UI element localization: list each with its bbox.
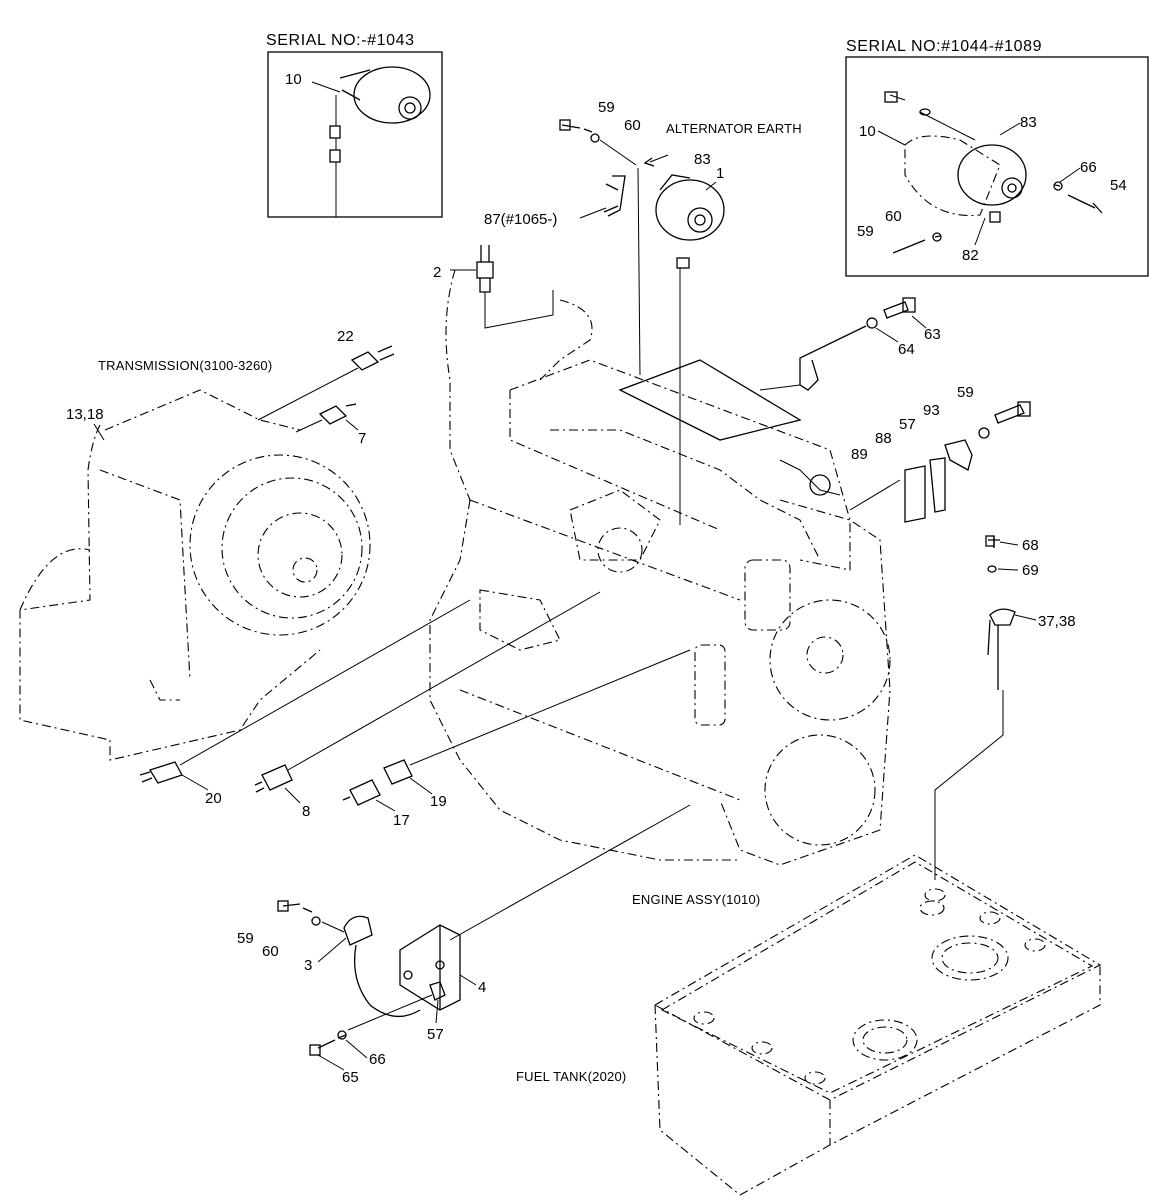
callout-89: 89 [851, 446, 868, 463]
callout-63: 63 [924, 326, 941, 343]
callout-20: 20 [205, 790, 222, 807]
transmission [19, 389, 371, 761]
bolt-63 [759, 297, 916, 391]
main-alternator [559, 119, 725, 525]
sensor-22 [257, 345, 395, 421]
callout-17: 17 [393, 812, 410, 829]
inset-right-label-83: 83 [1020, 114, 1037, 131]
callout-69: 69 [1022, 562, 1039, 579]
callout-60-top: 60 [624, 117, 641, 134]
callout-57-bottom: 57 [427, 1026, 444, 1043]
callout-59-top: 59 [598, 99, 615, 116]
callout-13-18: 13,18 [66, 406, 104, 423]
bracket-assembly [779, 401, 1031, 523]
inset-right-label-60: 60 [885, 208, 902, 225]
callout-65: 65 [342, 1069, 359, 1086]
callout-60-bottom: 60 [262, 943, 279, 960]
fuel-sender [934, 535, 1016, 880]
caption-alternator-earth: ALTERNATOR EARTH [666, 121, 802, 136]
inset-left-alternator [329, 66, 431, 217]
callout-1: 1 [716, 165, 724, 182]
callout-2: 2 [433, 264, 441, 281]
callout-66: 66 [369, 1051, 386, 1068]
inset-right-frame [845, 56, 1149, 277]
callout-93: 93 [923, 402, 940, 419]
callout-87: 87(#1065-) [484, 211, 557, 228]
callout-4: 4 [478, 979, 486, 996]
callout-83: 83 [694, 151, 711, 168]
inset-right: SERIAL NO:#1044-#1089 10 83 66 54 60 59 … [845, 38, 1149, 277]
callout-88: 88 [875, 430, 892, 447]
callout-68: 68 [1022, 537, 1039, 554]
callout-37-38: 37,38 [1038, 613, 1076, 630]
sensor-17 [342, 649, 691, 806]
inset-left: SERIAL NO:-#1043 10 [266, 32, 443, 218]
inset-left-label-10: 10 [285, 71, 302, 88]
callout-8: 8 [302, 803, 310, 820]
switch-bracket [277, 900, 461, 1056]
callout-64: 64 [898, 341, 915, 358]
inset-right-label-82: 82 [962, 247, 979, 264]
caption-engine-assy: ENGINE ASSY(1010) [632, 892, 760, 907]
callout-19: 19 [430, 793, 447, 810]
callout-59-bottom: 59 [237, 930, 254, 947]
inset-right-label-59: 59 [857, 223, 874, 240]
sensor-7 [295, 403, 357, 433]
callout-57-top: 57 [899, 416, 916, 433]
callout-7: 7 [358, 430, 366, 447]
inset-right-label-66: 66 [1080, 159, 1097, 176]
inset-left-frame [267, 51, 443, 218]
callout-22: 22 [337, 328, 354, 345]
sensor-8 [254, 591, 601, 793]
callout-3: 3 [304, 957, 312, 974]
inset-right-label-10: 10 [859, 123, 876, 140]
sensor-20 [139, 599, 471, 784]
inset-right-label-54: 54 [1110, 177, 1127, 194]
caption-fuel-tank: FUEL TANK(2020) [516, 1069, 626, 1084]
inset-right-serial: SERIAL NO:#1044-#1089 [846, 38, 1042, 55]
inset-right-alternator [884, 91, 1103, 254]
fuel-tank [653, 854, 1102, 1196]
engine-assy [429, 269, 891, 866]
sensor-2 [476, 245, 554, 329]
inset-left-serial: SERIAL NO:-#1043 [266, 32, 415, 49]
caption-transmission: TRANSMISSION(3100-3260) [98, 358, 272, 373]
callout-59-right: 59 [957, 384, 974, 401]
